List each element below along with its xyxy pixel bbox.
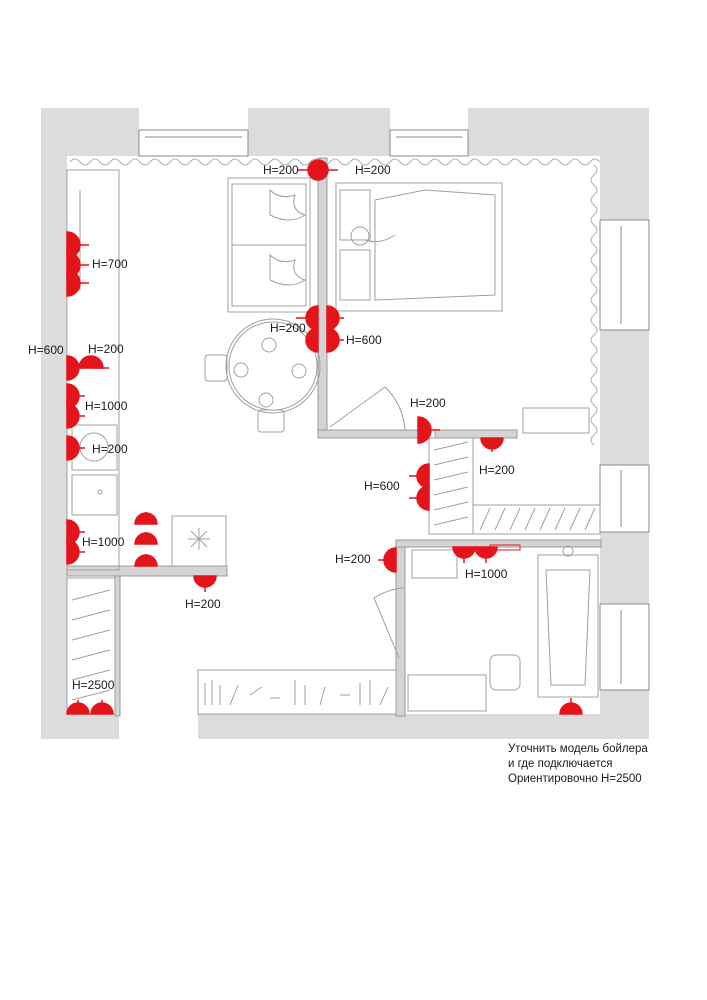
note-line-2: и где подключается bbox=[508, 758, 613, 770]
furniture bbox=[66, 169, 601, 715]
label-h700: H=700 bbox=[92, 257, 128, 271]
interior-walls bbox=[66, 157, 602, 717]
socket-kitchen-h700 bbox=[66, 231, 89, 297]
label-h200-bath-door: H=200 bbox=[335, 552, 371, 566]
sockets bbox=[66, 159, 583, 715]
label-h600-bedroom: H=600 bbox=[346, 333, 382, 347]
boiler-note: Уточнить модель бойлера и где подключает… bbox=[508, 742, 698, 787]
socket-kitchen-h200-lower bbox=[66, 435, 85, 461]
label-h200-left-low: H=200 bbox=[92, 442, 128, 456]
label-h1000-bath: H=1000 bbox=[465, 567, 508, 581]
note-line-3: Ориентировочно H=2500 bbox=[508, 773, 642, 785]
label-h1000-kitchen: H=1000 bbox=[82, 535, 125, 549]
curtains bbox=[69, 158, 601, 446]
label-h1000-left: H=1000 bbox=[85, 399, 128, 413]
label-h600-left-outside: H=600 bbox=[28, 343, 64, 357]
socket-hall-h2500 bbox=[66, 700, 114, 715]
label-h200-left: H=200 bbox=[88, 342, 124, 356]
label-h600-corridor: H=600 bbox=[364, 479, 400, 493]
height-labels: H=200 H=200 H=700 H=200 H=600 H=600 H=20… bbox=[28, 163, 515, 692]
label-h200-top-left: H=200 bbox=[263, 163, 299, 177]
socket-bath-boiler bbox=[559, 698, 583, 715]
label-h200-doorway: H=200 bbox=[410, 396, 446, 410]
label-h200-center: H=200 bbox=[270, 321, 306, 335]
socket-closet bbox=[480, 437, 504, 452]
bath-light-strip bbox=[489, 544, 521, 551]
socket-top-center bbox=[298, 159, 338, 181]
socket-doorway bbox=[417, 416, 440, 444]
socket-kitchen-counter bbox=[66, 512, 158, 567]
label-h2500: H=2500 bbox=[72, 678, 115, 692]
socket-corridor bbox=[409, 463, 430, 511]
windows bbox=[138, 129, 650, 691]
label-h200-top-right: H=200 bbox=[355, 163, 391, 177]
socket-kitchen-h200-upper bbox=[66, 355, 109, 381]
outer-walls bbox=[41, 108, 649, 739]
label-h200-kitchen-floor: H=200 bbox=[185, 597, 221, 611]
socket-partition-h200 bbox=[296, 305, 344, 353]
note-line-1: Уточнить модель бойлера bbox=[508, 743, 648, 755]
socket-kitchen-floor bbox=[193, 575, 217, 592]
socket-kitchen-h1000 bbox=[66, 383, 85, 429]
socket-bath-door bbox=[378, 547, 397, 573]
label-h200-closet: H=200 bbox=[479, 463, 515, 477]
